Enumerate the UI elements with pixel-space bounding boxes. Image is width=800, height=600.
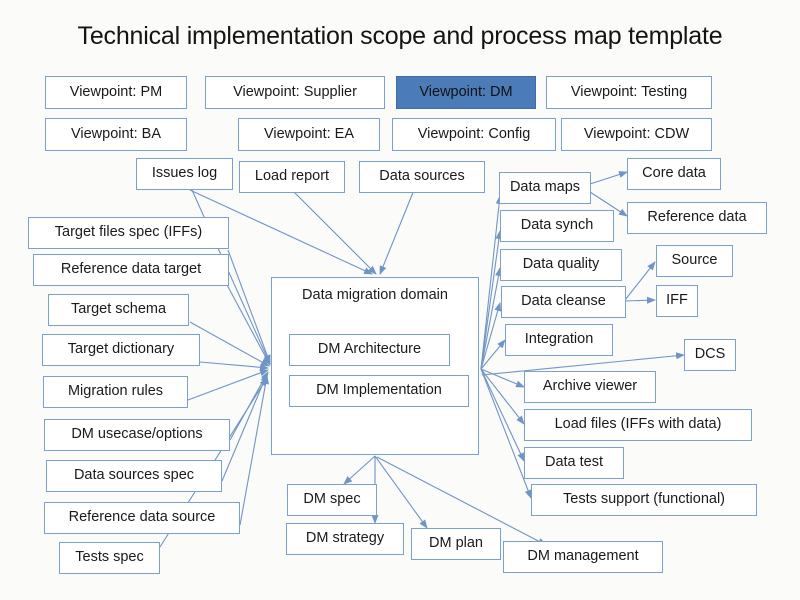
- node-data-sources-label: Data sources: [379, 168, 465, 185]
- node-data-maps[interactable]: Data maps: [499, 172, 591, 204]
- node-archive-viewer-label: Archive viewer: [542, 378, 638, 395]
- node-dm-management-label: DM management: [527, 548, 639, 565]
- node-data-maps-label: Data maps: [509, 179, 581, 196]
- node-tests-support[interactable]: Tests support (functional): [531, 484, 757, 516]
- node-dm-implementation-label: DM Implementation: [316, 382, 442, 399]
- node-dcs[interactable]: DCS: [684, 339, 736, 371]
- viewpoint-supplier-label: Viewpoint: Supplier: [233, 83, 357, 100]
- node-dm-plan[interactable]: DM plan: [411, 528, 501, 560]
- node-dm-implementation[interactable]: DM Implementation: [289, 375, 469, 407]
- viewpoint-cdw[interactable]: Viewpoint: CDW: [561, 118, 712, 151]
- node-archive-viewer[interactable]: Archive viewer: [524, 371, 656, 403]
- node-load-report-label: Load report: [254, 168, 330, 185]
- viewpoint-config[interactable]: Viewpoint: Config: [392, 118, 556, 151]
- node-data-quality[interactable]: Data quality: [500, 249, 622, 281]
- node-core-data-label: Core data: [642, 165, 706, 182]
- viewpoint-cdw-label: Viewpoint: CDW: [583, 125, 690, 142]
- node-load-report[interactable]: Load report: [239, 161, 345, 193]
- node-dm-architecture[interactable]: DM Architecture: [289, 334, 450, 366]
- node-reference-data-label: Reference data: [647, 209, 747, 226]
- node-dm-spec[interactable]: DM spec: [287, 484, 377, 516]
- node-data-synch-label: Data synch: [520, 217, 594, 234]
- viewpoint-ea-label: Viewpoint: EA: [263, 125, 354, 142]
- viewpoint-dm-label: Viewpoint: DM: [419, 83, 513, 100]
- node-reference-data-target-label: Reference data target: [60, 261, 202, 278]
- viewpoint-pm[interactable]: Viewpoint: PM: [45, 76, 187, 109]
- node-migration-rules[interactable]: Migration rules: [43, 376, 188, 408]
- node-dm-management[interactable]: DM management: [503, 541, 663, 573]
- node-dm-architecture-label: DM Architecture: [317, 341, 422, 358]
- node-dm-strategy[interactable]: DM strategy: [286, 523, 404, 555]
- node-dm-strategy-label: DM strategy: [305, 530, 385, 547]
- node-dm-usecase-options-label: DM usecase/options: [71, 426, 203, 443]
- node-data-cleanse-label: Data cleanse: [521, 293, 606, 310]
- node-reference-data[interactable]: Reference data: [627, 202, 767, 234]
- node-load-files-label: Load files (IFFs with data): [554, 416, 722, 433]
- node-integration-label: Integration: [524, 331, 594, 348]
- node-iff[interactable]: IFF: [656, 285, 698, 317]
- node-data-sources-spec-label: Data sources spec: [73, 467, 195, 484]
- node-data-sources-spec[interactable]: Data sources spec: [46, 460, 222, 492]
- node-data-synch[interactable]: Data synch: [500, 210, 614, 242]
- viewpoint-config-label: Viewpoint: Config: [417, 125, 531, 142]
- node-data-test[interactable]: Data test: [524, 447, 624, 479]
- node-reference-data-target[interactable]: Reference data target: [33, 254, 229, 286]
- page-title: Technical implementation scope and proce…: [77, 22, 723, 50]
- node-issues-log[interactable]: Issues log: [136, 158, 233, 190]
- viewpoint-dm[interactable]: Viewpoint: DM: [396, 76, 536, 109]
- node-target-dictionary[interactable]: Target dictionary: [42, 334, 200, 366]
- node-dm-spec-label: DM spec: [303, 491, 361, 508]
- node-target-schema-label: Target schema: [70, 301, 167, 318]
- node-data-migration-domain-title: Data migration domain: [302, 287, 448, 303]
- viewpoint-testing[interactable]: Viewpoint: Testing: [546, 76, 712, 109]
- node-source-label: Source: [671, 252, 718, 269]
- node-dcs-label: DCS: [694, 346, 726, 363]
- node-load-files[interactable]: Load files (IFFs with data): [524, 409, 752, 441]
- viewpoint-ba[interactable]: Viewpoint: BA: [45, 118, 187, 151]
- node-target-files-spec-label: Target files spec (IFFs): [54, 224, 203, 241]
- viewpoint-pm-label: Viewpoint: PM: [69, 83, 163, 100]
- node-migration-rules-label: Migration rules: [67, 383, 164, 400]
- node-tests-spec-label: Tests spec: [75, 549, 144, 566]
- node-issues-log-label: Issues log: [151, 165, 218, 182]
- node-dm-usecase-options[interactable]: DM usecase/options: [44, 419, 230, 451]
- viewpoint-testing-label: Viewpoint: Testing: [570, 83, 688, 100]
- node-iff-label: IFF: [666, 292, 688, 309]
- node-tests-spec[interactable]: Tests spec: [59, 542, 160, 574]
- node-reference-data-source-label: Reference data source: [68, 509, 216, 526]
- node-core-data[interactable]: Core data: [627, 158, 721, 190]
- node-tests-support-label: Tests support (functional): [563, 491, 725, 508]
- node-reference-data-source[interactable]: Reference data source: [44, 502, 240, 534]
- node-target-files-spec[interactable]: Target files spec (IFFs): [28, 217, 229, 249]
- node-data-test-label: Data test: [544, 454, 604, 471]
- node-source[interactable]: Source: [656, 245, 733, 277]
- node-data-quality-label: Data quality: [522, 256, 600, 273]
- viewpoint-ea[interactable]: Viewpoint: EA: [238, 118, 380, 151]
- node-target-schema[interactable]: Target schema: [48, 294, 189, 326]
- viewpoint-ba-label: Viewpoint: BA: [70, 125, 161, 142]
- node-data-migration-domain[interactable]: Data migration domain: [271, 277, 479, 455]
- node-target-dictionary-label: Target dictionary: [67, 341, 175, 358]
- viewpoint-supplier[interactable]: Viewpoint: Supplier: [205, 76, 385, 109]
- node-integration[interactable]: Integration: [505, 324, 613, 356]
- node-data-sources[interactable]: Data sources: [359, 161, 485, 193]
- node-data-cleanse[interactable]: Data cleanse: [501, 286, 626, 318]
- node-dm-plan-label: DM plan: [429, 535, 483, 552]
